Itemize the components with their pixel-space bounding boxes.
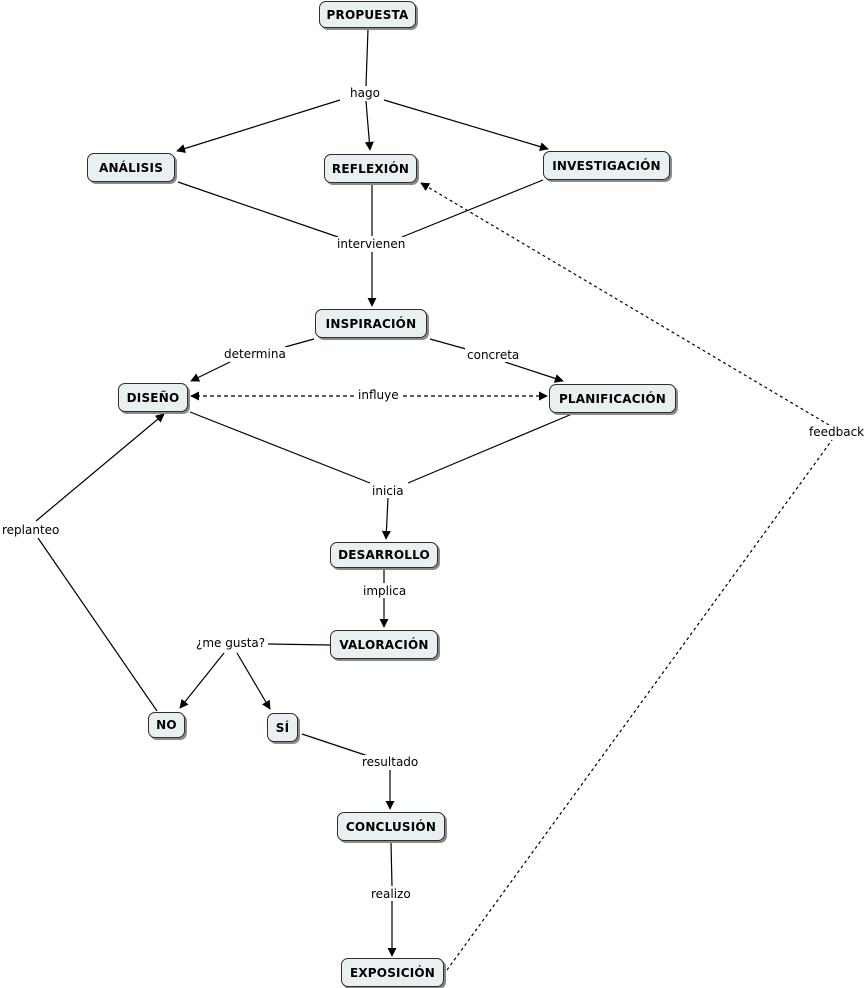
node-valoracion[interactable]: VALORACIÓN bbox=[330, 630, 438, 659]
line-conclusion-realizo bbox=[390, 842, 393, 887]
node-diseno[interactable]: DISEÑO bbox=[118, 383, 188, 412]
link-label-influye: influye bbox=[356, 388, 401, 402]
node-si[interactable]: SÍ bbox=[267, 713, 298, 742]
node-propuesta[interactable]: PROPUESTA bbox=[319, 1, 416, 28]
link-label-replanteo: replanteo bbox=[0, 523, 62, 537]
node-desarrollo[interactable]: DESARROLLO bbox=[330, 542, 438, 568]
line-valoracion-megusta bbox=[267, 643, 331, 646]
arrow-megusta-no bbox=[179, 652, 225, 709]
link-label-implica: implica bbox=[361, 584, 409, 598]
line-inspiracion-determina bbox=[284, 338, 315, 348]
node-conclusion[interactable]: CONCLUSIÓN bbox=[337, 812, 445, 841]
link-label-feedback: feedback bbox=[807, 425, 867, 439]
arrow-concreta-planificacion bbox=[504, 361, 564, 383]
line-inspiracion-concreta bbox=[429, 338, 467, 350]
arrow-hago-analisis bbox=[176, 99, 341, 153]
link-label-inicia: inicia bbox=[370, 484, 406, 498]
arrow-replanteo-diseno bbox=[35, 413, 165, 522]
node-planificacion[interactable]: PLANIFICACIÓN bbox=[549, 384, 676, 413]
node-analisis[interactable]: ANÁLISIS bbox=[87, 153, 175, 182]
line-propuesta-hago bbox=[365, 28, 369, 87]
link-label-determina: determina bbox=[222, 347, 288, 361]
link-label-me-gusta: ¿me gusta? bbox=[194, 636, 268, 650]
arrow-inicia-desarrollo bbox=[381, 497, 391, 540]
line-planificacion-inicia bbox=[407, 413, 573, 484]
line-diseno-inicia bbox=[189, 411, 371, 484]
arrow-feedback-reflexion bbox=[420, 182, 830, 426]
arrow-determina-diseno bbox=[190, 361, 231, 382]
line-investigacion-intervienen bbox=[401, 179, 544, 238]
link-label-resultado: resultado bbox=[360, 755, 421, 769]
arrow-hago-reflexion bbox=[364, 100, 374, 151]
node-exposicion[interactable]: EXPOSICIÓN bbox=[341, 958, 444, 987]
line-no-replanteo bbox=[37, 537, 158, 712]
node-inspiracion[interactable]: INSPIRACIÓN bbox=[315, 309, 427, 338]
arrow-hago-investigacion bbox=[383, 99, 549, 151]
line-si-resultado bbox=[301, 733, 369, 757]
link-label-intervienen: intervienen bbox=[335, 237, 408, 251]
link-label-concreta: concreta bbox=[465, 348, 522, 362]
arrow-megusta-si bbox=[236, 652, 271, 710]
node-no[interactable]: NO bbox=[148, 712, 185, 738]
node-investigacion[interactable]: INVESTIGACIÓN bbox=[543, 151, 670, 180]
link-label-realizo: realizo bbox=[369, 887, 413, 901]
node-reflexion[interactable]: REFLEXIÓN bbox=[324, 154, 417, 183]
line-exposicion-feedback bbox=[446, 439, 833, 971]
line-analisis-intervienen bbox=[177, 181, 339, 238]
link-label-hago: hago bbox=[348, 86, 382, 100]
